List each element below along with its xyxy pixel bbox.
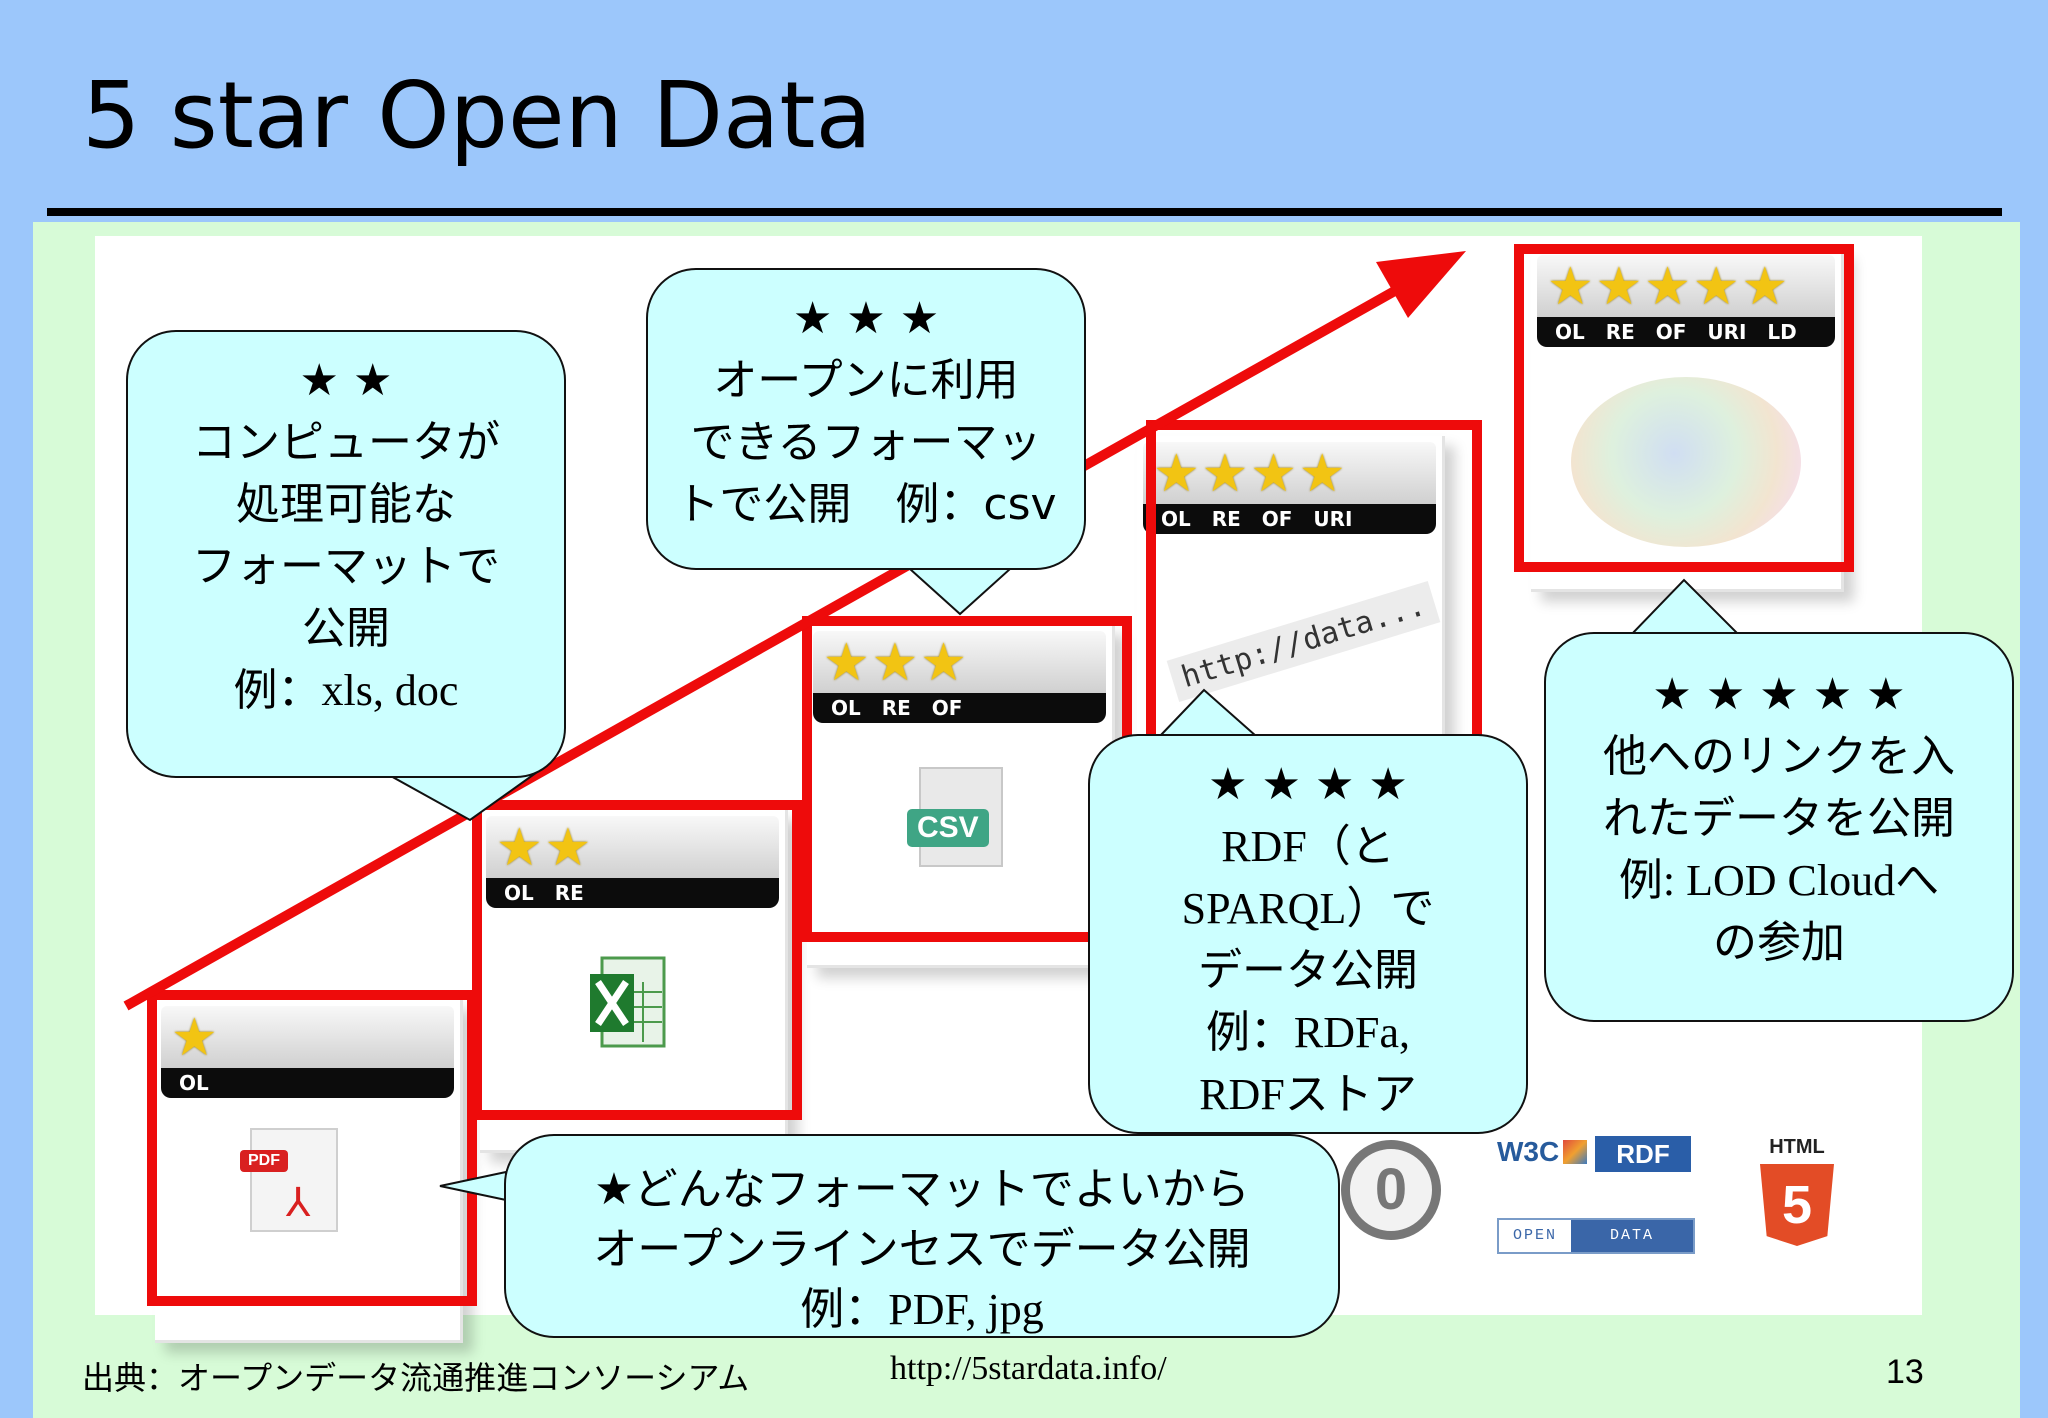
- card-codes: OL RE: [504, 881, 584, 905]
- star-bar: ★★★★: [1143, 442, 1436, 504]
- code-bar: OL: [161, 1068, 454, 1098]
- bubble-one-example: 例：PDF, jpg: [800, 1285, 1044, 1334]
- star-bar: ★: [161, 1006, 454, 1068]
- card-one-star: ★ OL PDF ⅄: [155, 1000, 463, 1343]
- star-bar: ★★★: [813, 631, 1106, 693]
- open-label: OPEN: [1512, 1227, 1557, 1244]
- title-underline: [47, 208, 2002, 216]
- bubble-five-star: ★ ★ ★ ★ ★ 他へのリンクを入 れたデータを公開 例: LOD Cloud…: [1544, 632, 2014, 1022]
- star-icons: ★★★: [823, 633, 969, 693]
- bubble-two-line4: 公開: [302, 603, 390, 654]
- bubble-five-line2: れたデータを公開: [1603, 793, 1955, 844]
- footer-source: 出典：オープンデータ流通推進コンソーシアム: [82, 1359, 750, 1397]
- open-data-logo: OPEN DATA: [1497, 1218, 1695, 1254]
- cc-zero-logo: 0: [1341, 1140, 1441, 1240]
- highlight-box-five-star: [1514, 244, 1854, 572]
- bubble-one-line1: ★どんなフォーマットでよいから: [594, 1164, 1250, 1215]
- bubble-four-star: ★ ★ ★ ★ RDF（と SPARQL）で データ公開 例：RDFa, RDF…: [1088, 734, 1528, 1134]
- html5-shield-icon: 5: [1760, 1164, 1834, 1246]
- card-three-star: ★★★ OL RE OF CSV: [807, 625, 1115, 968]
- code-bar: OL RE OF: [813, 693, 1106, 723]
- code-bar: OL RE OF URI: [1143, 504, 1436, 534]
- bubble-three-star: ★ ★ ★ オープンに利用 できるフォーマッ トで公開 例：csv: [646, 268, 1086, 570]
- lod-cloud-image: [1571, 377, 1801, 547]
- html5-number: 5: [1781, 1175, 1813, 1235]
- bubble-three-line2: できるフォーマッ: [690, 417, 1042, 468]
- rdf-cube-icon: [1563, 1140, 1587, 1164]
- page-number: 13: [1886, 1353, 1924, 1391]
- bubble-four-line3: データ公開: [1198, 945, 1418, 996]
- data-label: DATA: [1571, 1220, 1693, 1252]
- excel-file-icon: [588, 952, 672, 1052]
- bubble-two-line3: フォーマットで: [192, 541, 500, 592]
- star-icon: ★: [171, 1008, 220, 1068]
- star-icons: ★★★★: [1153, 444, 1348, 504]
- highlight-box-one-star: [147, 990, 477, 1306]
- card-codes: OL RE OF: [831, 696, 963, 720]
- bubble-two-star: ★ ★ コンピュータが 処理可能な フォーマットで 公開 例：xls, doc: [126, 330, 566, 778]
- bubble-two-line1: コンピュータが: [192, 417, 500, 468]
- pdf-file-icon: PDF ⅄: [240, 1128, 338, 1232]
- bubble-three-line3: トで公開 例：csv: [675, 479, 1057, 530]
- bubble-three-line1: オープンに利用: [713, 355, 1019, 406]
- cc-zero-symbol: 0: [1374, 1157, 1408, 1222]
- csv-file-icon: CSV: [907, 767, 1017, 867]
- slide-title: 5 star Open Data: [82, 62, 872, 169]
- bubble-five-stars: ★ ★ ★ ★ ★: [1652, 669, 1906, 720]
- acrobat-icon: ⅄: [286, 1180, 311, 1226]
- bubble-one-star: ★どんなフォーマットでよいから オープンラインセスでデータ公開 例：PDF, j…: [504, 1134, 1340, 1338]
- card-codes: OL: [179, 1071, 209, 1095]
- bubble-one-line2: オープンラインセスでデータ公開: [593, 1224, 1251, 1275]
- bubble-five-line3: 例: LOD Cloudへ: [1618, 856, 1940, 905]
- html-label: HTML: [1769, 1136, 1825, 1158]
- code-bar: OL RE OF URI LD: [1537, 317, 1835, 347]
- bubble-four-line4: 例：RDFa,: [1205, 1008, 1411, 1057]
- bubble-two-line2: 処理可能な: [236, 479, 456, 530]
- w3c-rdf-logo: W3C RDF: [1497, 1136, 1691, 1172]
- highlight-box-two-star: [472, 800, 802, 1120]
- card-codes: OL RE OF URI LD: [1555, 320, 1797, 344]
- bubble-three-stars: ★ ★ ★: [792, 293, 940, 344]
- rdf-label: RDF: [1595, 1136, 1691, 1172]
- bubble-four-line5: RDFストア: [1199, 1070, 1417, 1119]
- card-two-star: ★★ OL RE: [480, 810, 788, 1153]
- star-icons: ★★★★★: [1547, 257, 1791, 317]
- card-codes: OL RE OF URI: [1161, 507, 1353, 531]
- bubble-four-line1: RDF（と: [1221, 822, 1395, 871]
- bubble-five-line4: の参加: [1713, 917, 1845, 968]
- bubble-two-example: 例：xls, doc: [233, 666, 459, 715]
- star-bar: ★★★★★: [1537, 255, 1835, 317]
- card-five-star: ★★★★★ OL RE OF URI LD: [1531, 249, 1844, 592]
- bubble-two-stars: ★ ★: [299, 355, 393, 406]
- bubble-four-line2: SPARQL）で: [1181, 884, 1435, 933]
- star-icons: ★★: [496, 818, 594, 878]
- footer-url: http://5stardata.info/: [890, 1350, 1167, 1387]
- code-bar: OL RE: [486, 878, 779, 908]
- bubble-five-line1: 他へのリンクを入: [1603, 731, 1955, 782]
- pdf-file-label: PDF: [240, 1150, 288, 1172]
- bubble-four-stars: ★ ★ ★ ★: [1208, 759, 1408, 810]
- star-bar: ★★: [486, 816, 779, 878]
- html5-logo: HTML 5: [1751, 1136, 1843, 1256]
- csv-file-label: CSV: [907, 809, 989, 847]
- w3c-label: W3C: [1497, 1136, 1560, 1167]
